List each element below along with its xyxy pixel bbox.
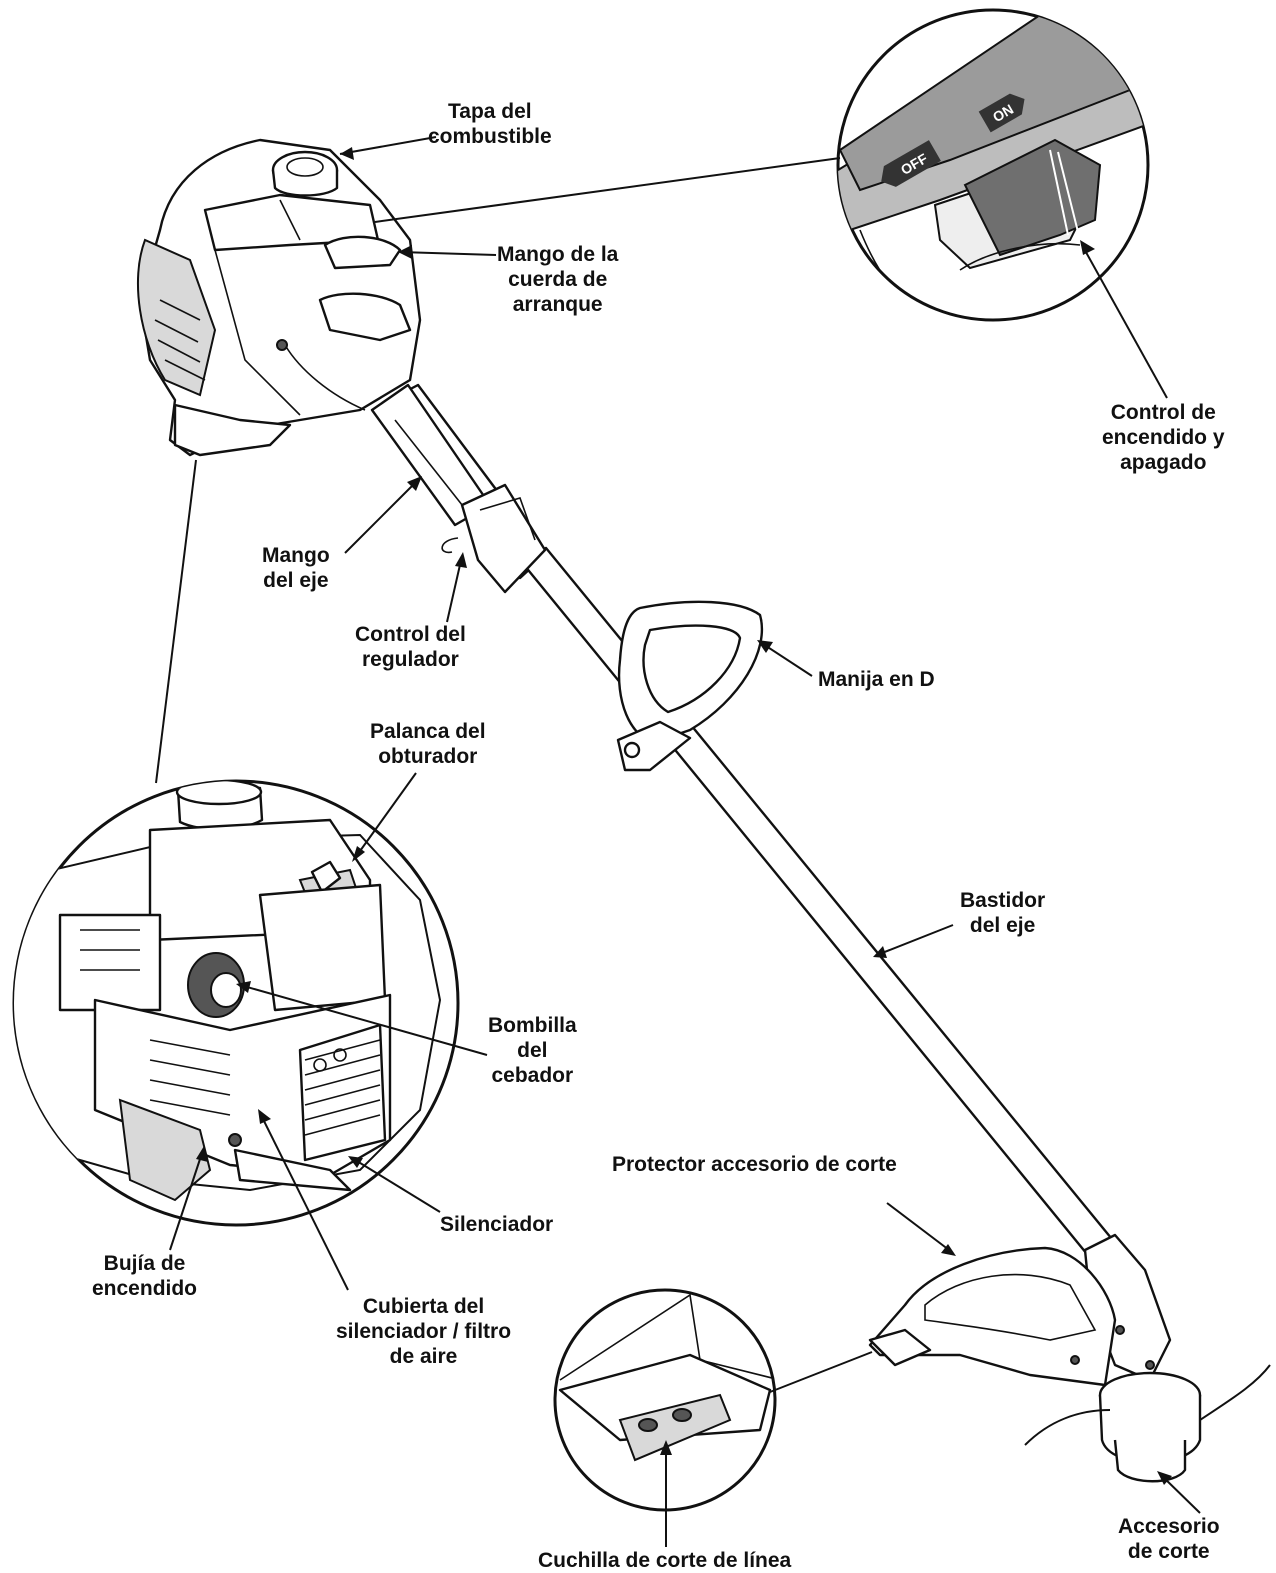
trimmer-head bbox=[868, 1233, 1271, 1483]
label-on-off-control: Control de encendido y apagado bbox=[1102, 400, 1225, 475]
label-muffler: Silenciador bbox=[440, 1212, 553, 1237]
label-line: Tapa del bbox=[448, 100, 532, 123]
label-line: Mango bbox=[262, 544, 330, 567]
engine-head bbox=[136, 138, 422, 457]
label-line: cebador bbox=[491, 1064, 574, 1087]
label-line: Palanca del bbox=[370, 720, 486, 743]
label-throttle-control: Control del regulador bbox=[355, 622, 466, 672]
line-cutter-detail-circle bbox=[553, 1288, 777, 1512]
label-starter-handle: Mango de la cuerda de arranque bbox=[497, 242, 618, 317]
label-line: del bbox=[517, 1039, 548, 1062]
label-d-handle: Manija en D bbox=[818, 667, 935, 692]
label-line: encendido y bbox=[1102, 426, 1225, 449]
label-choke-lever: Palanca del obturador bbox=[370, 719, 486, 769]
label-primer-bulb: Bombilla del cebador bbox=[488, 1013, 577, 1088]
d-handle bbox=[616, 600, 764, 772]
label-fuel-cap: Tapa del combustible bbox=[428, 99, 552, 149]
label-shaft-housing: Bastidor del eje bbox=[960, 888, 1045, 938]
label-line: Manija en D bbox=[818, 668, 935, 691]
label-attachment-guard: Protector accesorio de corte bbox=[612, 1152, 897, 1177]
label-line: combustible bbox=[428, 125, 552, 148]
throttle-housing bbox=[441, 483, 547, 594]
label-line: Cubierta del bbox=[362, 1295, 485, 1318]
label-line: silenciador / filtro bbox=[336, 1320, 512, 1343]
label-line: regulador bbox=[361, 648, 459, 671]
label-line: Mango de la bbox=[497, 243, 619, 266]
label-shaft-handle: Mango del eje bbox=[262, 543, 330, 593]
on-off-detail-circle: OFF ON bbox=[836, 8, 1150, 322]
label-spark-plug: Bujía de encendido bbox=[92, 1251, 197, 1301]
label-line: Protector accesorio de corte bbox=[612, 1153, 897, 1176]
leader-lines bbox=[155, 136, 1201, 1547]
label-line-cutter: Cuchilla de corte de línea bbox=[538, 1548, 791, 1573]
label-line: de aire bbox=[389, 1345, 458, 1368]
label-line: del eje bbox=[969, 914, 1036, 937]
label-line: Bombilla bbox=[488, 1014, 577, 1037]
label-line: Bastidor bbox=[960, 889, 1046, 912]
label-line: Cuchilla de corte de línea bbox=[538, 1549, 792, 1572]
label-line: cuerda de bbox=[508, 268, 608, 291]
label-line: obturador bbox=[378, 745, 478, 768]
label-line: arranque bbox=[512, 293, 603, 316]
label-line: apagado bbox=[1120, 451, 1207, 474]
label-line: Bujía de bbox=[103, 1252, 186, 1275]
label-line: Control del bbox=[355, 623, 466, 646]
label-line: Accesorio bbox=[1118, 1515, 1220, 1538]
label-line: encendido bbox=[92, 1277, 198, 1300]
label-line: del eje bbox=[263, 569, 329, 592]
label-cutting-attachment: Accesorio de corte bbox=[1118, 1514, 1220, 1564]
label-line: de corte bbox=[1127, 1540, 1210, 1563]
engine-detail-circle bbox=[12, 779, 460, 1227]
label-line: Silenciador bbox=[440, 1213, 554, 1236]
label-muffler-cover: Cubierta del silenciador / filtro de air… bbox=[336, 1294, 511, 1369]
label-line: Control de bbox=[1110, 401, 1216, 424]
